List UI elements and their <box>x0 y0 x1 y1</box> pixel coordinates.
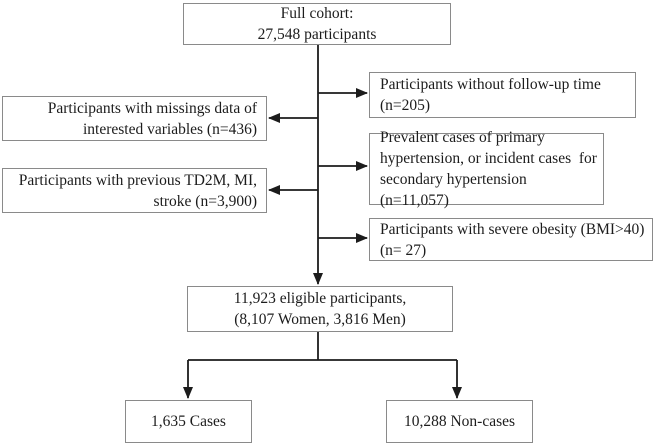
node-no-followup-line2: (n=205) <box>380 97 431 114</box>
node-previous-disease-line1: Participants with previous TD2M, MI, <box>18 171 257 189</box>
node-hypertension-line2: hypertension, or incident cases for <box>380 150 597 167</box>
node-severe-obesity-line2: (n= 27) <box>380 241 427 259</box>
node-cases: 1,635 Cases <box>125 400 252 443</box>
node-missing-data: Participants with missings data of inter… <box>2 96 267 141</box>
node-eligible-line1: 11,923 eligible participants, <box>233 290 407 307</box>
node-eligible: 11,923 eligible participants, (8,107 Wom… <box>187 286 453 332</box>
node-previous-disease: Participants with previous TD2M, MI, str… <box>2 168 267 213</box>
node-severe-obesity: Participants with severe obesity (BMI>40… <box>369 218 653 261</box>
node-cases-line1: 1,635 Cases <box>151 413 226 430</box>
node-missing-data-line1: Participants with missings data of <box>47 99 257 117</box>
node-non-cases: 10,288 Non-cases <box>386 400 533 443</box>
node-missing-data-line2: interested variables (n=436) <box>82 120 257 138</box>
node-hypertension-line3: secondary hypertension (n=11,057) <box>380 171 531 209</box>
node-severe-obesity-line1: Participants with severe obesity (BMI>40… <box>380 220 645 238</box>
node-previous-disease-line2: stroke (n=3,900) <box>153 192 257 210</box>
node-full-cohort: Full cohort: 27,548 participants <box>183 3 451 45</box>
node-full-cohort-line1: Full cohort: <box>280 5 354 22</box>
node-no-followup-line1: Participants without follow-up time <box>380 76 601 93</box>
node-full-cohort-line2: 27,548 participants <box>257 26 377 43</box>
node-no-followup: Participants without follow-up time (n=2… <box>369 72 636 118</box>
node-hypertension-line1: Prevalent cases of primary <box>380 129 545 146</box>
node-non-cases-line1: 10,288 Non-cases <box>403 413 516 430</box>
node-eligible-line2: (8,107 Women, 3,816 Men) <box>234 311 406 328</box>
node-hypertension: Prevalent cases of primary hypertension,… <box>369 129 604 209</box>
